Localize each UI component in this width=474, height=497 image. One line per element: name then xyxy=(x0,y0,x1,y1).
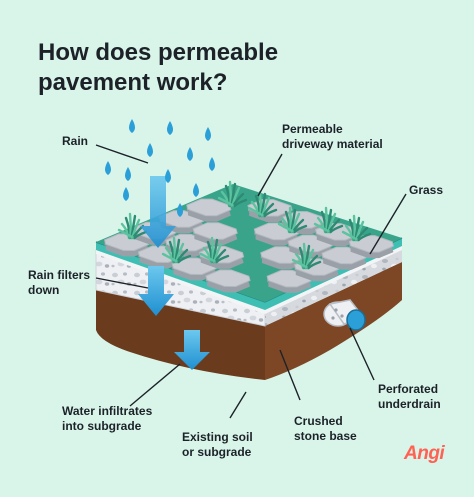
label-water-line2: into subgrade xyxy=(62,419,142,433)
label-grass: Grass xyxy=(409,183,443,198)
angi-logo: Angi xyxy=(404,443,445,464)
label-rain-filters: Rain filters down xyxy=(28,268,90,298)
label-perforated-line1: Perforated xyxy=(378,382,439,396)
grass-tuft-icon xyxy=(291,242,322,270)
grass-tufts xyxy=(117,180,372,270)
raindrop-icon xyxy=(209,157,215,171)
label-crushed-stone-base: Crushed stone base xyxy=(294,414,357,444)
label-existing-soil: Existing soil or subgrade xyxy=(182,430,253,460)
water-flow xyxy=(138,176,210,370)
leader-grass xyxy=(369,193,407,255)
raindrop-icon xyxy=(167,121,173,135)
label-water-line1: Water infiltrates xyxy=(62,404,153,418)
raindrops xyxy=(105,119,215,217)
raindrop-icon xyxy=(165,169,171,183)
pipe-icon xyxy=(323,299,366,331)
raindrop-icon xyxy=(125,167,131,181)
label-rain-filters-line1: Rain filters xyxy=(28,268,91,282)
grass-tuft-icon xyxy=(217,180,248,208)
paver-block xyxy=(192,222,238,240)
grass-tuft-icon xyxy=(341,214,372,242)
label-rain-text: Rain xyxy=(62,134,89,148)
stone-bed xyxy=(96,242,402,314)
leader-rain xyxy=(95,144,149,164)
label-water-infiltrates: Water infiltrates into subgrade xyxy=(62,404,152,434)
raindrop-icon xyxy=(147,143,153,157)
raindrop-icon xyxy=(105,161,111,175)
label-rain: Rain xyxy=(62,134,88,149)
leader-rain-filters xyxy=(95,277,149,289)
raindrop-icon xyxy=(129,119,135,133)
label-crushed-line1: Crushed xyxy=(294,414,343,428)
raindrop-icon xyxy=(187,147,193,161)
label-perforated-line2: underdrain xyxy=(378,397,441,411)
label-permeable-line1: Permeable xyxy=(282,122,343,136)
page-title: How does permeable pavement work? xyxy=(38,38,438,98)
label-permeable-line2: driveway material xyxy=(282,137,383,151)
label-rain-filters-line2: down xyxy=(28,283,60,297)
down-arrow-icon xyxy=(140,176,176,248)
label-permeable-material: Permeable driveway material xyxy=(282,122,383,152)
grass-tuft-icon xyxy=(277,206,308,234)
raindrop-icon xyxy=(123,187,129,201)
leader-water-infiltrates xyxy=(129,363,181,407)
down-arrow-icon xyxy=(174,330,210,370)
title-line-1: How does permeable xyxy=(38,39,279,66)
grass-tuft-icon xyxy=(313,206,344,234)
leader-permeable xyxy=(257,153,283,197)
leader-existing-soil xyxy=(229,391,247,419)
paver-block xyxy=(205,269,251,287)
grass-tuft-icon xyxy=(161,236,192,264)
leader-perforated xyxy=(349,327,375,381)
label-soil-line1: Existing soil xyxy=(182,430,253,444)
leader-lines xyxy=(95,144,407,419)
label-perforated-underdrain: Perforated underdrain xyxy=(378,382,441,412)
raindrop-icon xyxy=(205,127,211,141)
grass-tuft-icon xyxy=(199,236,230,264)
label-crushed-line2: stone base xyxy=(294,429,357,443)
title-line-2: pavement work? xyxy=(38,69,228,96)
down-arrow-icon xyxy=(138,266,174,316)
leader-crushed xyxy=(279,349,301,401)
grass-tuft-icon xyxy=(247,190,278,218)
label-soil-line2: or subgrade xyxy=(182,445,252,459)
label-grass-text: Grass xyxy=(409,183,444,197)
raindrop-icon xyxy=(177,203,183,217)
raindrop-icon xyxy=(193,183,199,197)
